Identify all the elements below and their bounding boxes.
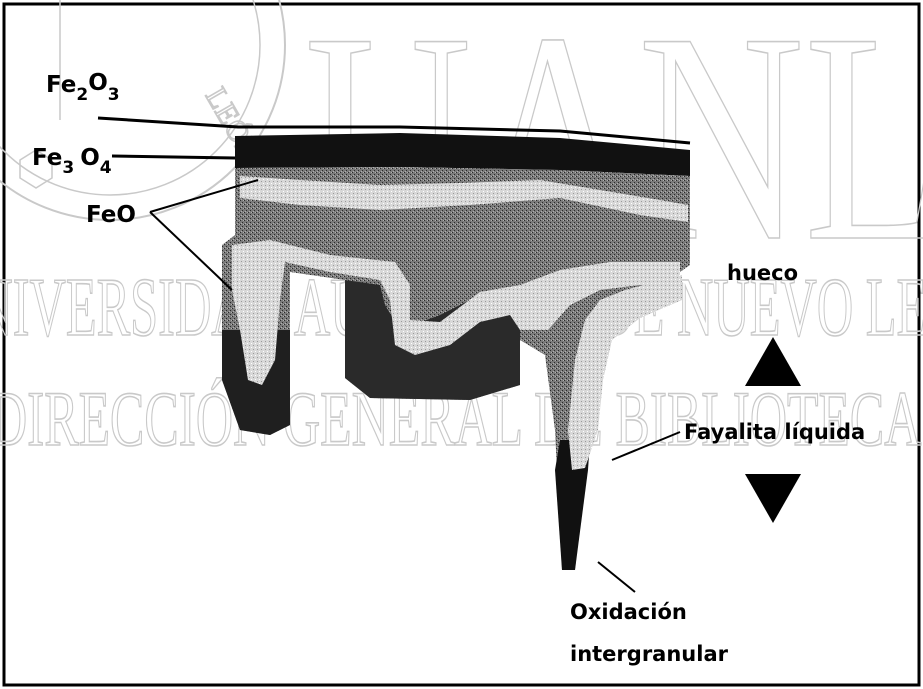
- label-fayalita: Fayalita líquida: [684, 420, 865, 444]
- label-hueco: hueco: [727, 261, 798, 285]
- label-fe2o3-sub1: 2: [76, 85, 88, 105]
- label-fe3o4-fe: Fe: [32, 145, 62, 171]
- label-fe3o4-sub2: 4: [100, 158, 112, 178]
- label-fe3o4-o: O: [80, 145, 100, 171]
- leader-fe3o4: [112, 156, 235, 158]
- label-fe2o3-o: O: [88, 70, 108, 96]
- label-oxidacion-line1: Oxidación: [570, 600, 687, 624]
- label-feo: FeO: [86, 202, 136, 228]
- label-fe3o4-sub1: 3: [62, 158, 74, 178]
- label-oxidacion-line2: intergranular: [570, 642, 729, 666]
- label-fe2o3-sub2: 3: [108, 85, 120, 105]
- label-fe2o3-fe: Fe: [46, 72, 76, 98]
